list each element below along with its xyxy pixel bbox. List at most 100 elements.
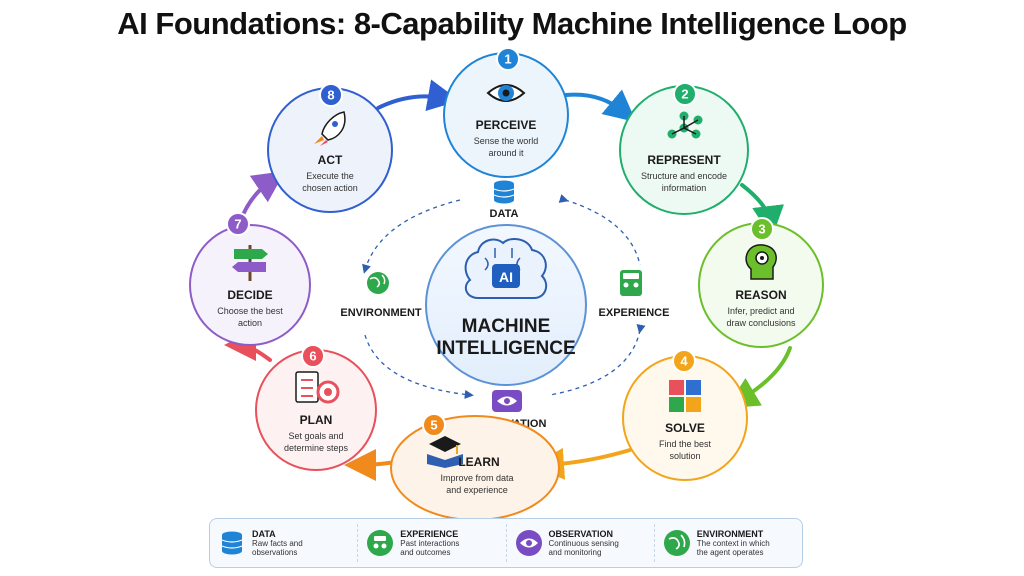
node-desc-line: Structure and encode [641, 171, 727, 181]
step-number: 8 [327, 88, 334, 103]
legend-title: EXPERIENCE [400, 528, 459, 539]
inner-dashed-ring [362, 194, 646, 399]
flow-arrow [726, 346, 792, 409]
legend-title: ENVIRONMENT [696, 528, 764, 539]
puzzle-icon [669, 380, 701, 412]
step-number: 6 [309, 349, 316, 364]
step-badge [226, 212, 250, 236]
legend-desc-line: Continuous sensing [548, 538, 619, 548]
ring-label-data: DATA [490, 208, 519, 220]
legend-item-data: DATA Raw facts and observations [210, 524, 359, 562]
step-badge [673, 82, 697, 106]
node-desc-line: Choose the best [217, 306, 283, 316]
legend-item-observation: OBSERVATION Continuous sensing and monit… [507, 524, 655, 562]
node-desc-line: information [662, 183, 707, 193]
node-label: REASON [735, 288, 786, 302]
node-desc-line: Execute the [306, 171, 354, 181]
legend-item-environment: ENVIRONMENT The context in which the age… [655, 524, 802, 562]
node-desc-line: Set goals and [288, 431, 343, 441]
signpost-icon [232, 245, 268, 281]
node-desc-line: Find the best [659, 439, 712, 449]
node-desc-line: chosen action [302, 183, 358, 193]
ai-chip-label: AI [499, 269, 513, 285]
ring-label-environment: ENVIRONMENT [340, 307, 422, 319]
network-graph-icon [667, 111, 703, 139]
legend-item-experience: EXPERIENCE Past interactions and outcome… [358, 524, 507, 562]
brain-icon: AI [464, 237, 548, 299]
node-label: DECIDE [227, 288, 272, 302]
node-desc-line: and experience [446, 485, 508, 495]
step-badge [750, 217, 774, 241]
globe-icon [663, 530, 690, 556]
page-title: AI Foundations: 8-Capability Machine Int… [117, 6, 907, 41]
flow-arrow [224, 329, 272, 362]
node-label: SOLVE [665, 421, 705, 435]
step-badge [319, 83, 343, 107]
legend-desc-line: and monitoring [548, 548, 602, 558]
checklist-target-icon [295, 371, 340, 404]
ring-label-experience: EXPERIENCE [599, 307, 670, 319]
node-label: ACT [318, 153, 343, 167]
graduation-book-icon [427, 436, 463, 468]
observation-eye-icon [515, 530, 542, 556]
step-badge [496, 47, 520, 71]
center-machine-intelligence: AI MACHINE INTELLIGENCE [425, 224, 587, 386]
ring-experience: EXPERIENCE [599, 270, 670, 319]
node-desc-line: Improve from data [440, 473, 513, 483]
head-gear-icon [745, 244, 777, 280]
step-number: 3 [758, 222, 765, 237]
step-badge [422, 413, 446, 437]
node-label: PLAN [300, 413, 333, 427]
flow-arrows [224, 79, 792, 481]
ring-environment: ENVIRONMENT [340, 272, 422, 319]
experience-icon [367, 530, 394, 556]
node-label: REPRESENT [647, 153, 721, 167]
globe-icon [367, 272, 389, 294]
step-badge [672, 349, 696, 373]
node-desc-line: draw conclusions [726, 318, 796, 328]
node-label: LEARN [458, 455, 499, 469]
ring-data: DATA [490, 180, 519, 220]
legend-title: DATA [252, 528, 276, 539]
node-desc-line: solution [669, 451, 700, 461]
legend: DATA Raw facts and observations EXPERIEN… [209, 518, 803, 568]
legend-desc-line: the agent operates [696, 548, 764, 558]
center-title-line1: MACHINE [462, 316, 551, 337]
experience-icon [620, 270, 642, 296]
flow-arrow [532, 447, 632, 480]
node-desc-line: determine steps [284, 443, 349, 453]
database-icon [221, 531, 243, 555]
eye-icon [486, 84, 526, 102]
legend-desc-line: observations [252, 548, 298, 558]
legend-title: OBSERVATION [548, 528, 614, 539]
step-badge [301, 344, 325, 368]
step-number: 7 [234, 217, 241, 232]
flow-arrow [740, 183, 785, 238]
node-desc-line: Infer, predict and [727, 306, 794, 316]
step-number: 1 [504, 52, 511, 67]
step-number: 5 [430, 418, 437, 433]
node-desc-line: action [238, 318, 262, 328]
flow-arrow [376, 79, 460, 111]
rocket-icon [314, 111, 346, 146]
flow-arrow [564, 89, 637, 123]
node-desc-line: Sense the world [474, 136, 539, 146]
legend-desc-line: and outcomes [400, 548, 451, 558]
legend-desc-line: Past interactions [400, 538, 460, 548]
center-title-line2: INTELLIGENCE [436, 338, 575, 359]
node-label: PERCEIVE [476, 118, 537, 132]
step-number: 4 [680, 354, 688, 369]
node-desc-line: around it [488, 148, 524, 158]
step-number: 2 [681, 87, 688, 102]
legend-desc-line: Raw facts and [252, 538, 303, 548]
